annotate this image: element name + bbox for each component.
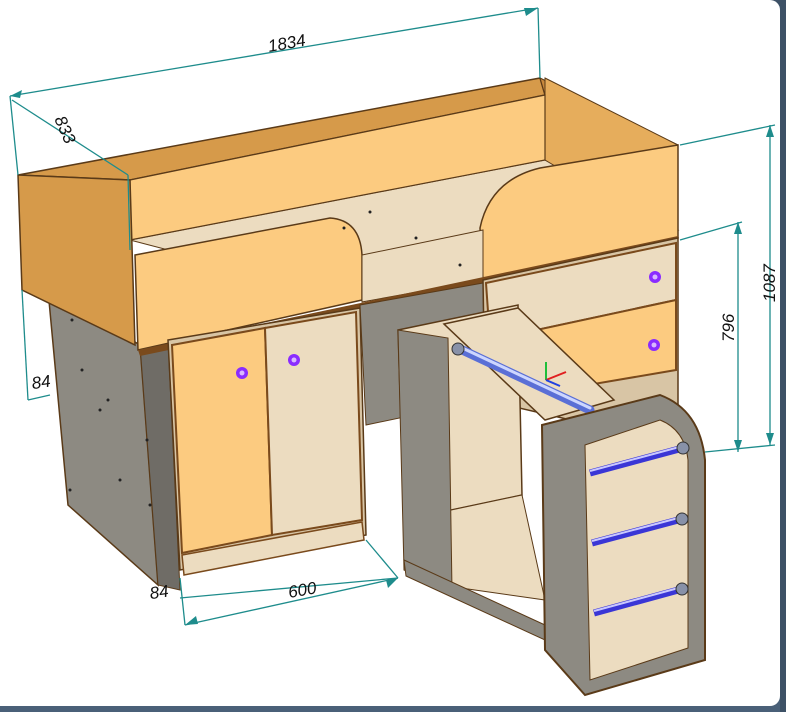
dim-label-width-cabinet: 600: [287, 578, 319, 602]
dim-label-height-drawers: 796: [719, 313, 738, 342]
ladder-inner-face: [584, 419, 689, 681]
knob-handle-icon: [649, 271, 661, 283]
step-cabinet-top: [442, 307, 616, 421]
bed-left-end-wall: [17, 174, 136, 347]
bed-floor-holes: [342, 210, 462, 267]
dim-label-height-total: 1087: [760, 264, 779, 302]
dimension-lines: [9, 7, 776, 626]
knob-handle-icon: [648, 339, 660, 351]
step-cabinet-dark-side: [397, 329, 453, 591]
axis-gizmo-icon: [545, 362, 567, 387]
dim-label-leg-bottom: 84: [148, 582, 169, 603]
dimension-arrowheads: [10, 8, 774, 625]
window-right-edge: [780, 0, 786, 712]
door-right[interactable]: [263, 310, 364, 537]
bed-front-rail-right: [479, 144, 679, 281]
dim-label-depth: 833: [50, 113, 79, 147]
dim-label-leg-left: 84: [30, 372, 51, 393]
left-panel-holes: [68, 318, 152, 507]
door-left[interactable]: [170, 326, 274, 555]
left-pedestal-plinth: [181, 521, 365, 576]
ladder-rungs: [589, 441, 690, 617]
hanging-rail: [453, 343, 595, 415]
knob-handle-icon: [288, 354, 300, 366]
dim-label-length: 1834: [266, 31, 307, 56]
knob-handle-icon: [236, 367, 248, 379]
